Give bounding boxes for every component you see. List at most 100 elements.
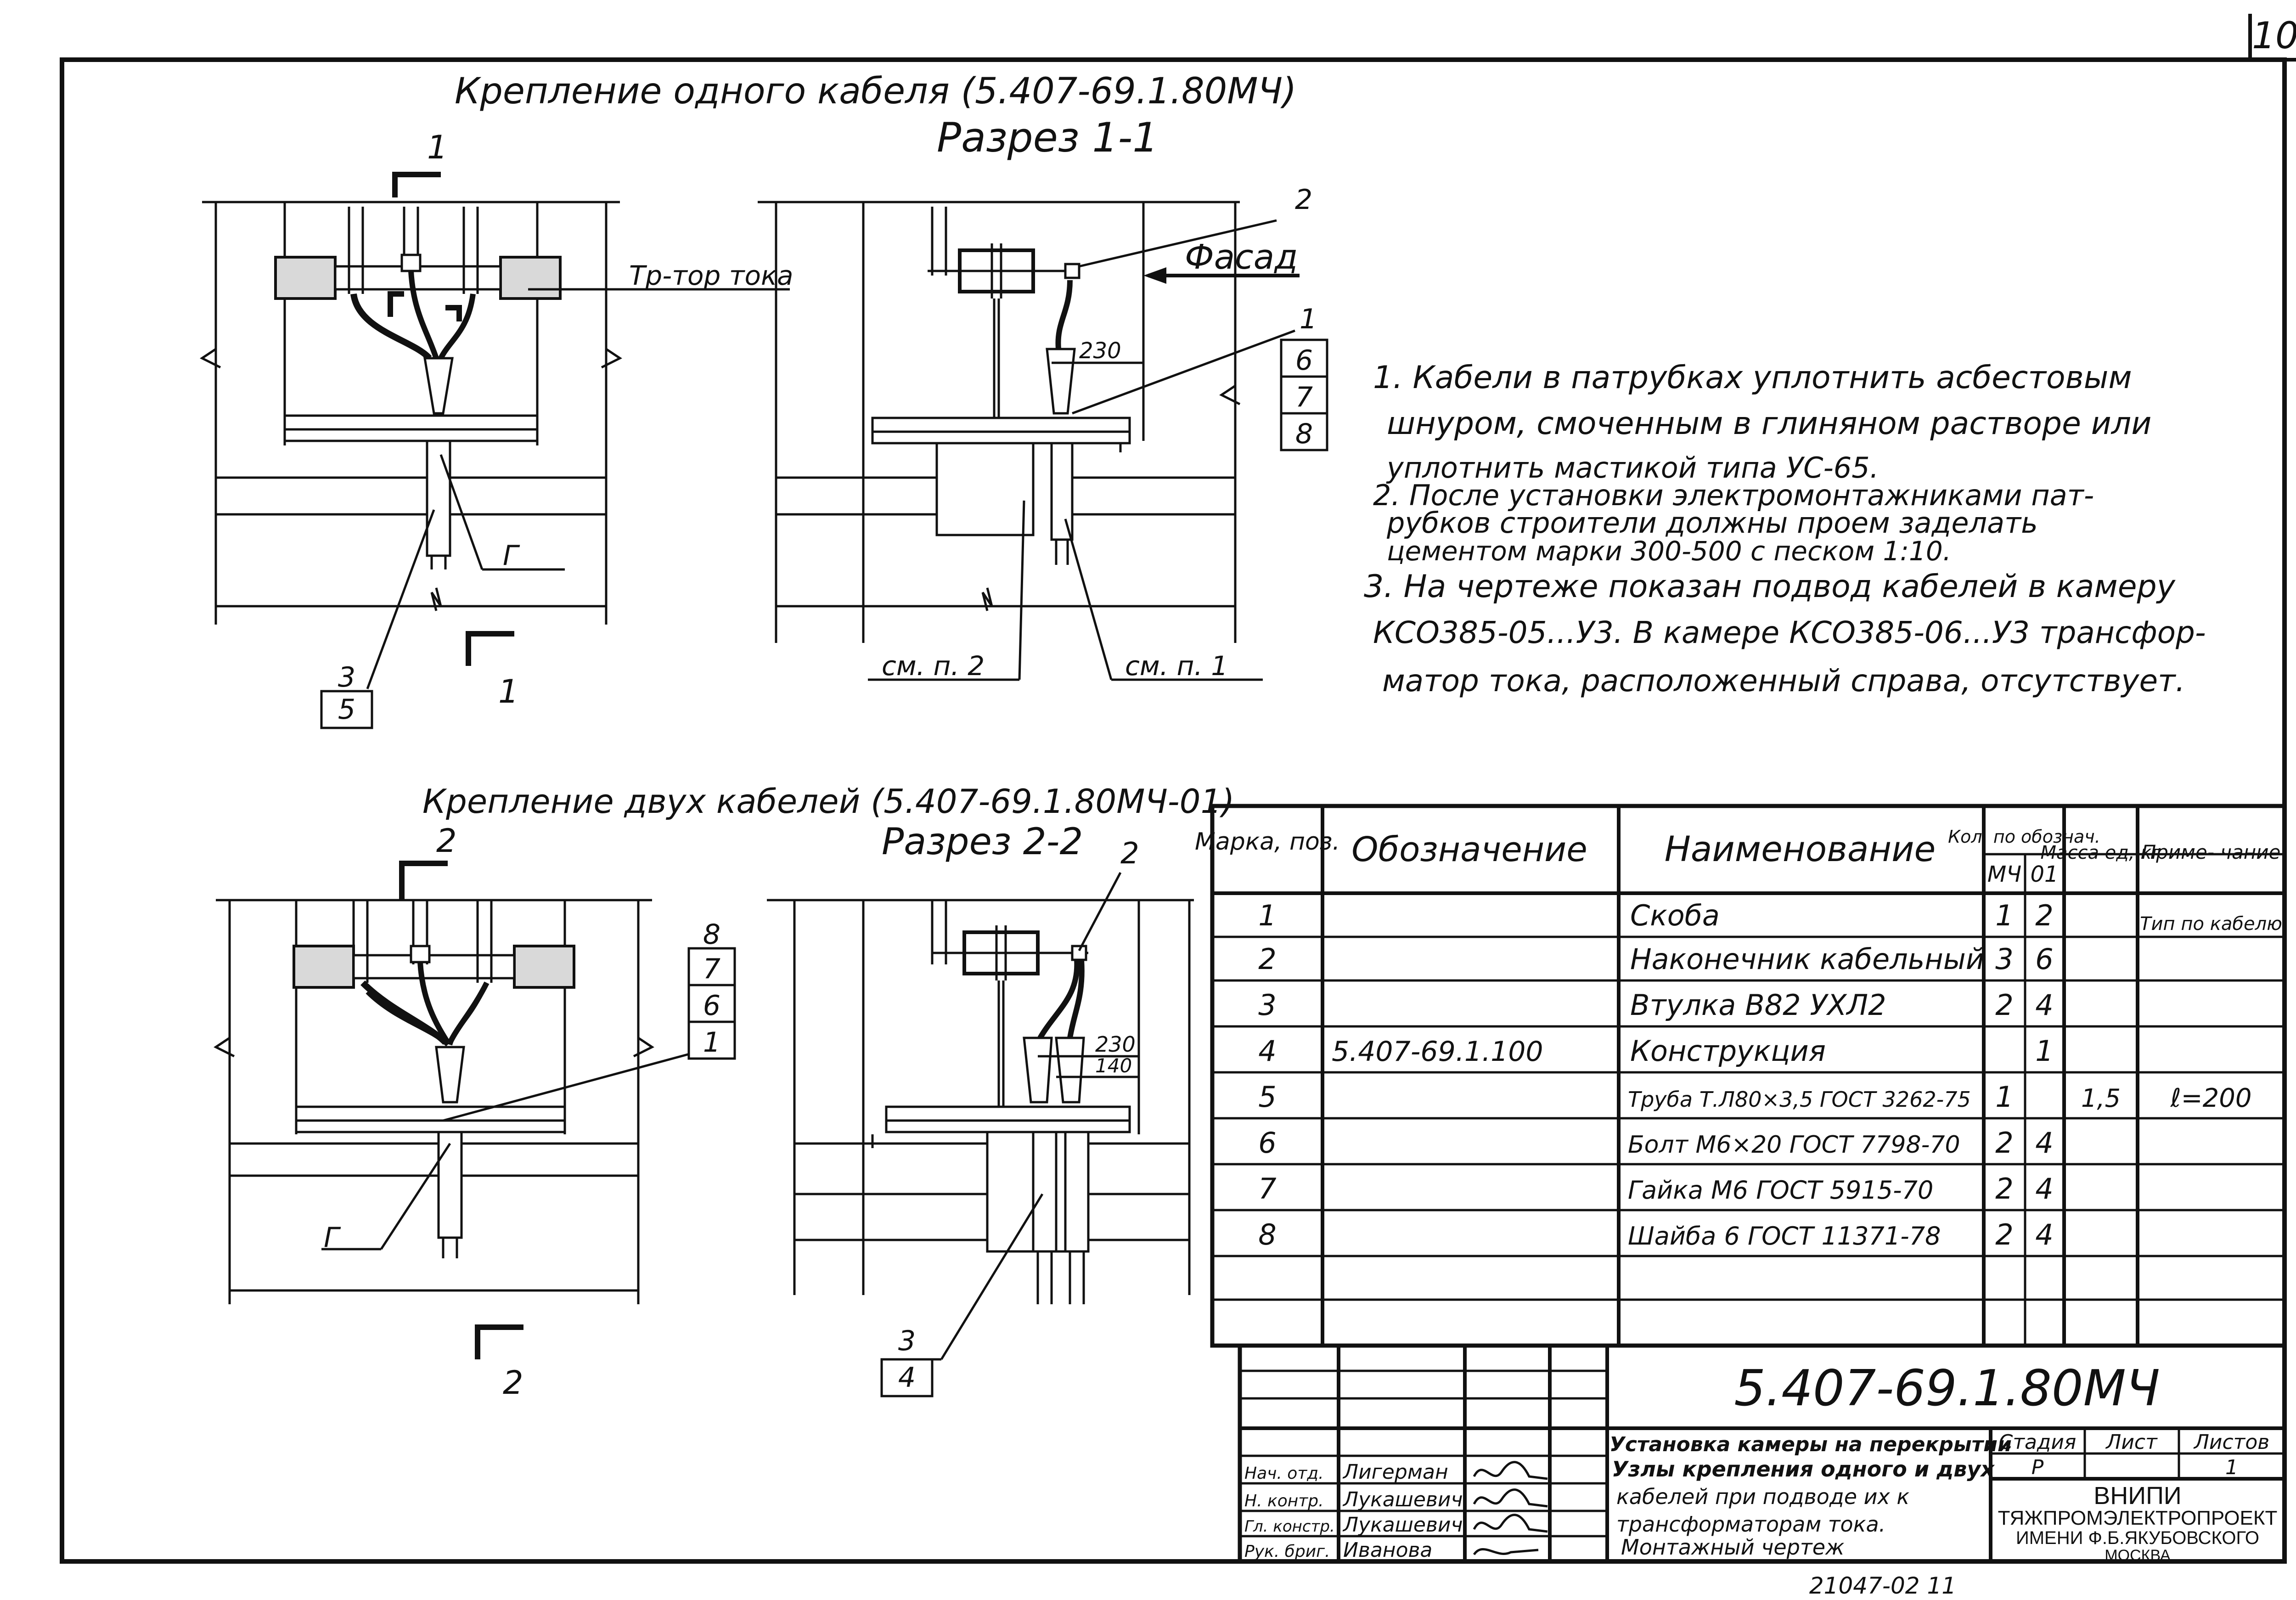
section2-side-view [767, 872, 1194, 1397]
svg-text:3: 3 [1258, 988, 1276, 1022]
stage-label: Стадия [1999, 1431, 2077, 1454]
sheet-number: 10 [2252, 14, 2296, 57]
svg-text:4: 4 [2035, 1126, 2053, 1160]
svg-text:Н. контр.: Н. контр. [1244, 1492, 1324, 1510]
svg-text:2: 2 [1995, 1126, 2013, 1160]
signature-row: Нач. отд. Лигерман [1244, 1460, 1548, 1484]
section2-callout-stack: 8 7 6 1 [687, 918, 736, 1060]
svg-text:3: 3 [1995, 942, 2013, 976]
table-row: 6 Болт М6×20 ГОСТ 7798-70 2 4 [1258, 1126, 2053, 1160]
svg-text:Труба Т.Л80×3,5 ГОСТ 3262-75: Труба Т.Л80×3,5 ГОСТ 3262-75 [1628, 1087, 1971, 1112]
svg-text:1: 1 [1300, 303, 1317, 335]
spec-table-header: Марка, поз. Обозначение Наименование Кол… [1195, 827, 2280, 887]
note-line-6: цементом марки 300-500 с песком 1:10. [1387, 535, 1951, 567]
sheets-value: 1 [2225, 1456, 2238, 1479]
svg-text:Нач. отд.: Нач. отд. [1244, 1464, 1324, 1483]
signature-mark [1473, 1548, 1539, 1555]
svg-text:Шайба 6 ГОСТ 11371-78: Шайба 6 ГОСТ 11371-78 [1628, 1222, 1941, 1251]
note-line-2: шнуром, смоченным в глиняном растворе ил… [1387, 406, 2151, 442]
section1-callout-left: 3 5 [320, 661, 373, 729]
doc-code: 5.407-69.1.80МЧ [1734, 1360, 2160, 1417]
current-transformer-label: Тр-тор тока [629, 260, 793, 291]
note-line-5: рубков строители должны проем заделать [1386, 506, 2038, 540]
svg-text:5: 5 [1258, 1080, 1276, 1114]
section2-title: Крепление двух кабелей (5.407-69.1.80МЧ-… [422, 782, 1234, 821]
svg-text:Монтажный чертеж: Монтажный чертеж [1621, 1535, 1845, 1560]
archive-number: 21047-02 11 [1809, 1572, 1956, 1599]
svg-text:4: 4 [2035, 1172, 2053, 1206]
header-note: Приме- чание [2142, 841, 2281, 863]
section2-cut-title: Разрез 2-2 [882, 820, 1083, 863]
section1-cut-mark-bottom: 1 [498, 673, 519, 710]
svg-text:7: 7 [1258, 1172, 1276, 1206]
svg-text:4: 4 [1258, 1034, 1276, 1068]
svg-text:1,5: 1,5 [2081, 1084, 2121, 1113]
signature-mark [1473, 1488, 1548, 1508]
table-row: 3 Втулка В82 УХЛ2 2 4 [1258, 988, 2053, 1022]
svg-text:Гл. констр.: Гл. констр. [1244, 1517, 1335, 1536]
section1-callout-right: 1 6 7 8 [1280, 303, 1328, 451]
svg-text:Лукашевич: Лукашевич [1342, 1513, 1463, 1537]
spec-table [1210, 804, 2287, 1348]
title-block [1238, 1343, 2287, 1564]
table-row: 4 5.407-69.1.100 Конструкция 1 [1258, 1034, 2053, 1068]
section2-cut-mark-top: 2 [436, 822, 457, 860]
header-qty-01: 01 [2030, 862, 2058, 887]
svg-text:Узлы крепления одного и двух: Узлы крепления одного и двух [1612, 1457, 1995, 1482]
section1-callout-pos2: 2 [1295, 184, 1312, 216]
section1-cut-title: Разрез 1-1 [937, 114, 1158, 161]
svg-text:Рук. бриг.: Рук. бриг. [1244, 1542, 1330, 1561]
signature-row: Гл. констр. Лукашевич [1244, 1513, 1548, 1537]
svg-text:Установка камеры на перекрытии: Установка камеры на перекрытии [1609, 1433, 2012, 1456]
notes-block: 1. Кабели в патрубках уплотнить асбестов… [1364, 360, 2206, 699]
svg-text:Лигерман: Лигерман [1342, 1460, 1448, 1484]
section1-cut-mark-top: 1 [427, 129, 448, 166]
svg-text:Лукашевич: Лукашевич [1342, 1488, 1463, 1511]
section2-callout-pos2: 2 [1120, 837, 1139, 871]
note-line-4: 2. После установки электромонтажниками п… [1373, 479, 2094, 512]
svg-text:Гайка М6 ГОСТ 5915-70: Гайка М6 ГОСТ 5915-70 [1628, 1176, 1933, 1205]
note-line-9: матор тока, расположенный справа, отсутс… [1382, 663, 2185, 699]
facade-label: Фасад [1185, 237, 1298, 277]
section2-callout-bottom-top: 3 [898, 1325, 916, 1357]
section1-side-view [758, 201, 1300, 681]
svg-text:3: 3 [338, 661, 355, 693]
header-qty: Кол. по обознач. [1948, 827, 2100, 847]
header-name: Наименование [1665, 828, 1936, 869]
signature-mark [1473, 1461, 1548, 1480]
note-line-8: КСО385-05...У3. В камере КСО385-06...У3 … [1373, 615, 2206, 650]
signatures-block: Нач. отд. Лигерман Н. контр. Лукашевич Г… [1244, 1460, 1548, 1562]
svg-text:6: 6 [1295, 344, 1313, 377]
svg-text:7: 7 [1295, 381, 1313, 413]
section2-front-view [214, 861, 698, 1359]
table-row: 8 Шайба 6 ГОСТ 11371-78 2 4 [1258, 1218, 2053, 1251]
svg-text:1: 1 [703, 1026, 720, 1059]
section2-cut-mark-bottom: 2 [503, 1364, 523, 1402]
spec-table-rows: 1 Скоба 1 2 Тип по кабелю 2 Наконечник к… [1258, 899, 2282, 1251]
svg-text:8: 8 [1258, 1218, 1276, 1251]
signature-mark [1473, 1514, 1548, 1533]
svg-text:8: 8 [703, 918, 720, 951]
svg-text:Втулка В82 УХЛ2: Втулка В82 УХЛ2 [1630, 988, 1886, 1022]
svg-text:2: 2 [1258, 942, 1276, 976]
svg-text:4: 4 [2035, 1218, 2053, 1251]
signature-row: Рук. бриг. Иванова [1244, 1538, 1539, 1562]
svg-text:8: 8 [1295, 418, 1313, 450]
svg-text:1: 1 [1995, 899, 2013, 932]
table-row: 1 Скоба 1 2 Тип по кабелю [1258, 899, 2282, 935]
note-line-1: 1. Кабели в патрубках уплотнить асбестов… [1373, 360, 2132, 396]
svg-text:МОСКВА: МОСКВА [2105, 1547, 2171, 1564]
table-row: 7 Гайка М6 ГОСТ 5915-70 2 4 [1258, 1172, 2053, 1206]
svg-text:2: 2 [1995, 1218, 2013, 1251]
svg-text:Скоба: Скоба [1630, 899, 1720, 932]
svg-text:ВНИПИ: ВНИПИ [2093, 1482, 2181, 1510]
note-line-3: уплотнить мастикой типа УС-65. [1386, 451, 1879, 485]
svg-text:Наконечник кабельный: Наконечник кабельный [1630, 942, 1984, 976]
organization-block: ВНИПИ ТЯЖПРОМЭЛЕКТРОПРОЕКТ ИМЕНИ Ф.Б.ЯКУ… [1998, 1482, 2278, 1564]
svg-text:Болт М6×20 ГОСТ 7798-70: Болт М6×20 ГОСТ 7798-70 [1628, 1131, 1960, 1159]
stage-value: Р [2032, 1456, 2044, 1479]
svg-text:кабелей при подводе их к: кабелей при подводе их к [1616, 1484, 1909, 1509]
svg-text:7: 7 [703, 953, 720, 985]
svg-text:ИМЕНИ Ф.Б.ЯКУБОВСКОГО: ИМЕНИ Ф.Б.ЯКУБОВСКОГО [2016, 1528, 2259, 1548]
